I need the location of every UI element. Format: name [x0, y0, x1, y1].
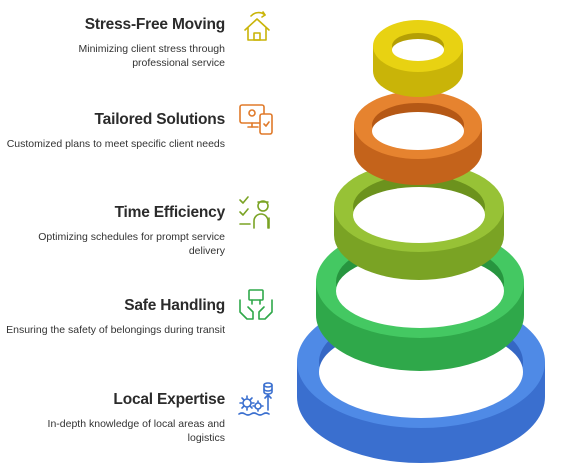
tier-description: Ensuring the safety of belongings during…: [6, 324, 225, 336]
tier-description: Minimizing client stress through profess…: [78, 43, 225, 69]
tier-time-efficiency: Time Efficiency Optimizing schedules for…: [0, 204, 225, 258]
data-gears-icon: [236, 380, 276, 420]
tier-title: Tailored Solutions: [94, 111, 226, 128]
tier-description: In-depth knowledge of local areas and lo…: [47, 418, 225, 444]
checklist-person-icon: [236, 192, 276, 232]
house-icon: [237, 8, 277, 48]
ring-time-efficiency: [334, 162, 504, 280]
tier-title: Safe Handling: [124, 297, 225, 314]
tier-title: Local Expertise: [113, 391, 225, 408]
hands-box-icon: [236, 286, 276, 326]
ring-stress-free-moving: [373, 20, 463, 97]
tier-local-expertise: Local Expertise In-depth knowledge of lo…: [0, 391, 226, 445]
ring-tailored-solutions: [354, 91, 482, 185]
tier-tailored-solutions: Tailored Solutions Customized plans to m…: [0, 111, 225, 152]
tier-title: Time Efficiency: [114, 204, 226, 221]
tier-title: Stress-Free Moving: [84, 16, 225, 33]
tier-safe-handling: Safe Handling Ensuring the safety of bel…: [0, 297, 225, 338]
tier-stress-free-moving: Stress-Free Moving Minimizing client str…: [0, 16, 226, 70]
devices-icon: [236, 100, 276, 140]
tier-description: Optimizing schedules for prompt service …: [38, 231, 225, 257]
tier-description: Customized plans to meet specific client…: [6, 138, 225, 150]
